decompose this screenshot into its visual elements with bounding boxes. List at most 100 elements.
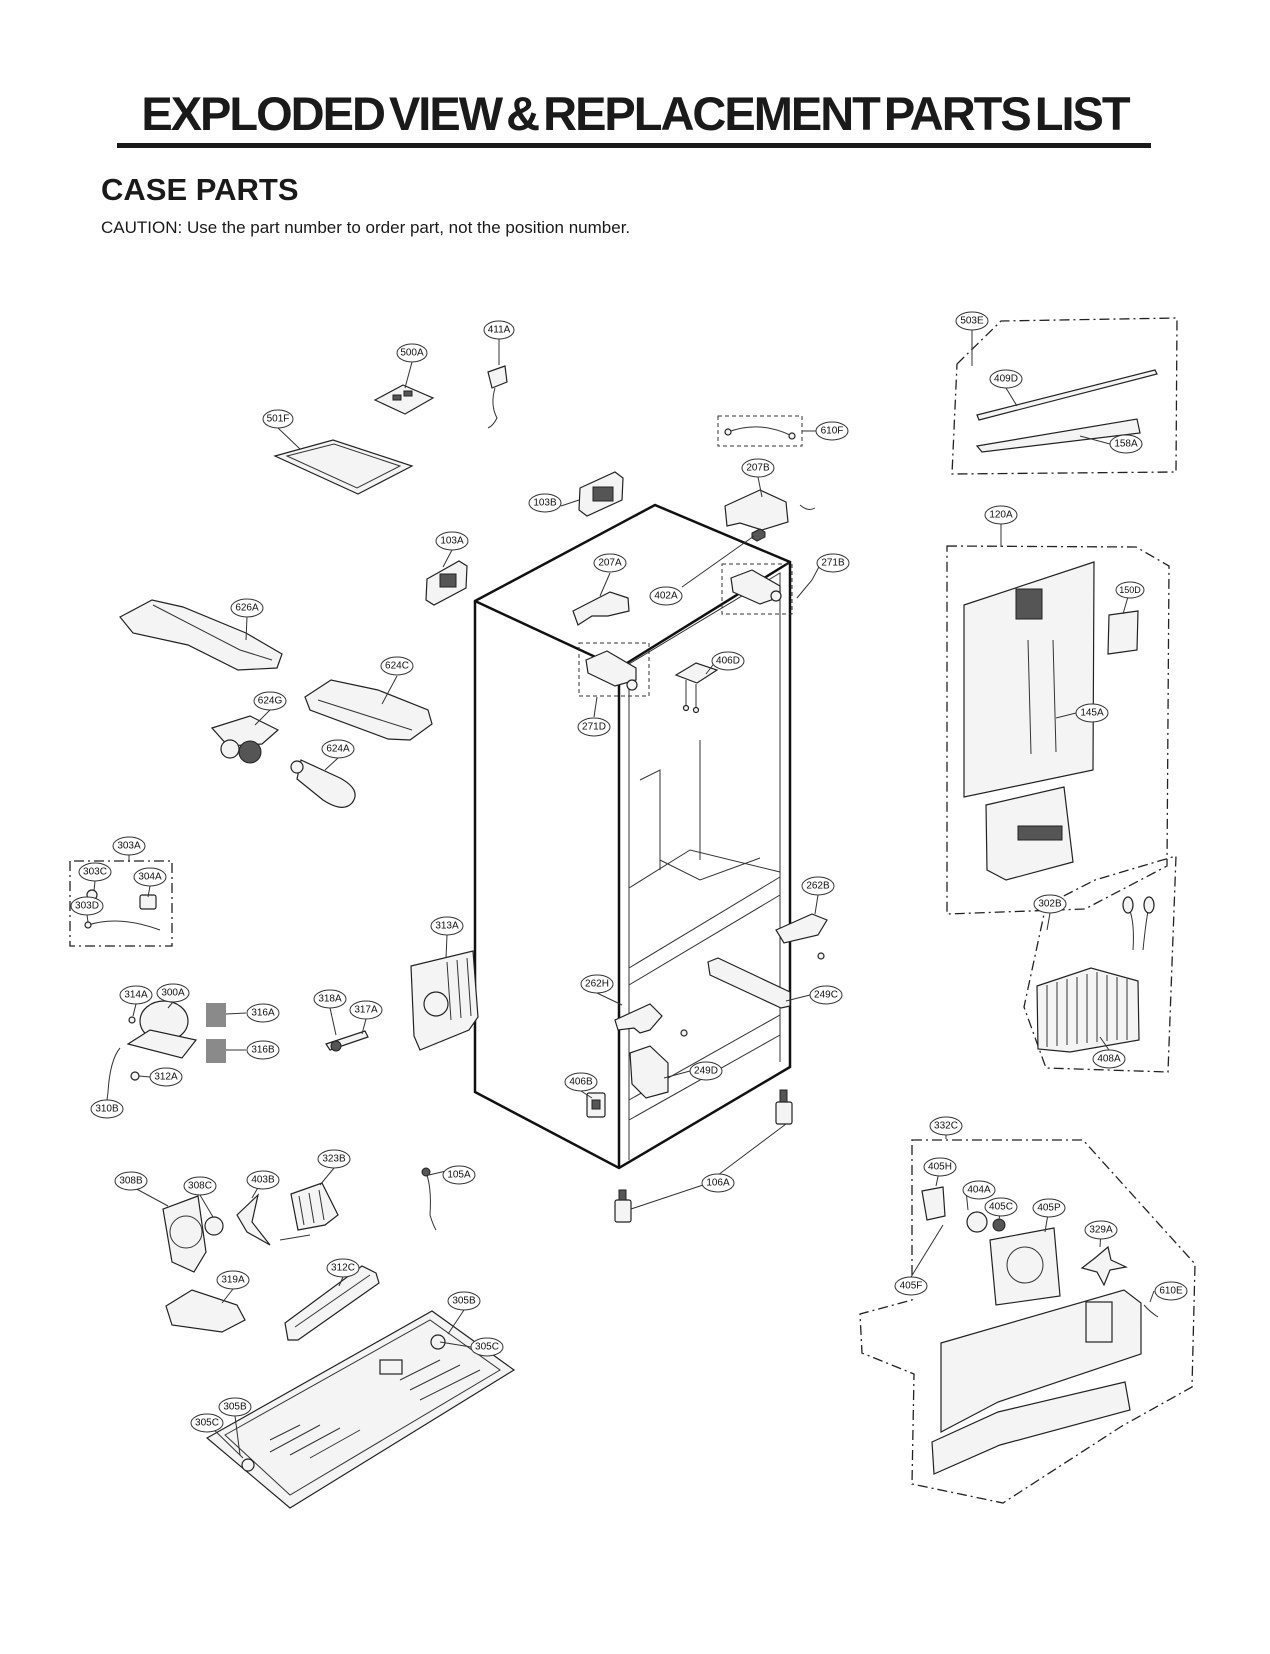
page-title: EXPLODED VIEW & REPLACEMENT PARTS LIST: [141, 87, 1130, 140]
part-626A-tray: [119, 599, 283, 671]
svg-text:249C: 249C: [814, 990, 838, 1001]
callout-626A: 626A: [230, 598, 264, 618]
cabinet: [473, 503, 792, 1170]
callout-262B: 262B: [801, 876, 835, 896]
part-106A-legs: [614, 1089, 793, 1223]
part-403B-fan: [236, 1193, 271, 1246]
svg-text:300A: 300A: [161, 988, 185, 999]
part-610F-wire: [717, 415, 803, 447]
callout-501F: 501F: [262, 409, 294, 429]
callout-158A: 158A: [1109, 434, 1143, 454]
svg-text:271B: 271B: [821, 558, 845, 569]
svg-text:626A: 626A: [235, 603, 259, 614]
svg-text:312C: 312C: [331, 1263, 355, 1274]
callout-332C: 332C: [929, 1116, 963, 1136]
callout-207A: 207A: [593, 553, 627, 573]
svg-text:105A: 105A: [447, 1170, 471, 1181]
callout-323B: 323B: [317, 1149, 351, 1169]
svg-text:411A: 411A: [488, 325, 511, 336]
part-402A-clip: [751, 528, 766, 542]
svg-text:303D: 303D: [75, 901, 99, 912]
svg-text:405P: 405P: [1037, 1203, 1061, 1214]
part-411A-cord: [487, 365, 508, 429]
callout-271B: 271B: [816, 553, 850, 573]
callout-249D: 249D: [689, 1061, 723, 1081]
callout-411A: 411A: [483, 320, 515, 340]
svg-text:318A: 318A: [318, 994, 342, 1005]
callout-249C: 249C: [809, 985, 843, 1005]
callout-145A: 145A: [1075, 703, 1109, 723]
callout-317A: 317A: [349, 1000, 383, 1020]
part-406B-module: [586, 1092, 606, 1118]
part-624G-auger: [210, 715, 280, 764]
callout-316B: 316B: [246, 1040, 280, 1060]
svg-text:262B: 262B: [806, 881, 830, 892]
svg-text:409D: 409D: [994, 374, 1018, 385]
callout-316A: 316A: [246, 1003, 280, 1023]
callout-303D: 303D: [70, 896, 104, 916]
part-271D-hinge: [578, 642, 650, 697]
callout-310B: 310B: [90, 1099, 124, 1119]
svg-text:312A: 312A: [154, 1072, 178, 1083]
callout-406D: 406D: [711, 651, 745, 671]
svg-text:249D: 249D: [694, 1066, 718, 1077]
part-313A-duct: [410, 950, 479, 1051]
svg-text:404A: 404A: [967, 1185, 991, 1196]
callout-302B: 302B: [1033, 894, 1067, 914]
part-319A-bracket: [165, 1289, 246, 1333]
part-318A-317A-sensor: [325, 1030, 369, 1052]
part-262B-hinge: [775, 913, 828, 960]
callout-403B: 403B: [246, 1170, 280, 1190]
callout-406B: 406B: [564, 1072, 598, 1092]
callout-103B: 103B: [528, 493, 562, 513]
callout-312A: 312A: [149, 1067, 183, 1087]
callout-409D: 409D: [989, 369, 1023, 389]
callout-271D: 271D: [577, 717, 611, 737]
svg-text:106A: 106A: [706, 1178, 730, 1189]
part-316A-316B-labels: [206, 1003, 226, 1063]
callout-106A: 106A: [701, 1173, 735, 1193]
callout-120A: 120A: [984, 505, 1018, 525]
callout-404A: 404A: [962, 1180, 996, 1200]
svg-text:403B: 403B: [251, 1175, 275, 1186]
part-271B-hinge: [721, 563, 793, 615]
svg-text:305B: 305B: [223, 1402, 247, 1413]
svg-text:610F: 610F: [821, 426, 844, 437]
callout-150D: 150D: [1115, 581, 1145, 599]
callout-313A: 313A: [430, 916, 464, 936]
callout-610F: 610F: [815, 421, 849, 441]
svg-text:610E: 610E: [1159, 1286, 1183, 1297]
callout-624G: 624G: [253, 691, 287, 711]
callout-303C: 303C: [78, 862, 112, 882]
part-machine-base: [205, 1310, 516, 1509]
part-624A-filter: [290, 759, 356, 808]
svg-text:323B: 323B: [322, 1154, 346, 1165]
svg-text:624C: 624C: [385, 661, 409, 672]
part-262H-hinge: [614, 1003, 688, 1037]
callout-329A: 329A: [1084, 1220, 1118, 1240]
svg-text:408A: 408A: [1097, 1054, 1121, 1065]
part-103B-cover: [578, 471, 624, 517]
svg-text:500A: 500A: [400, 348, 424, 359]
svg-text:150D: 150D: [1119, 585, 1141, 595]
svg-text:406B: 406B: [569, 1077, 593, 1088]
svg-text:303A: 303A: [117, 841, 141, 852]
part-308C-motor: [204, 1216, 224, 1236]
callout-503E: 503E: [955, 311, 989, 331]
part-249D-bracket: [629, 1045, 669, 1099]
svg-text:501F: 501F: [267, 414, 290, 425]
svg-text:316B: 316B: [251, 1045, 275, 1056]
svg-text:314A: 314A: [124, 990, 148, 1001]
part-323B-fan: [279, 1182, 339, 1241]
svg-text:305B: 305B: [452, 1296, 476, 1307]
svg-text:329A: 329A: [1089, 1225, 1113, 1236]
callout-319A: 319A: [216, 1270, 250, 1290]
callout-103A: 103A: [435, 531, 469, 551]
svg-text:310B: 310B: [95, 1104, 119, 1115]
callout-402A: 402A: [649, 586, 683, 606]
callout-305B-lower: 305B: [218, 1397, 252, 1417]
svg-text:262H: 262H: [585, 979, 609, 990]
part-207B-bracket: [724, 489, 816, 531]
part-105A-hose: [421, 1167, 437, 1231]
